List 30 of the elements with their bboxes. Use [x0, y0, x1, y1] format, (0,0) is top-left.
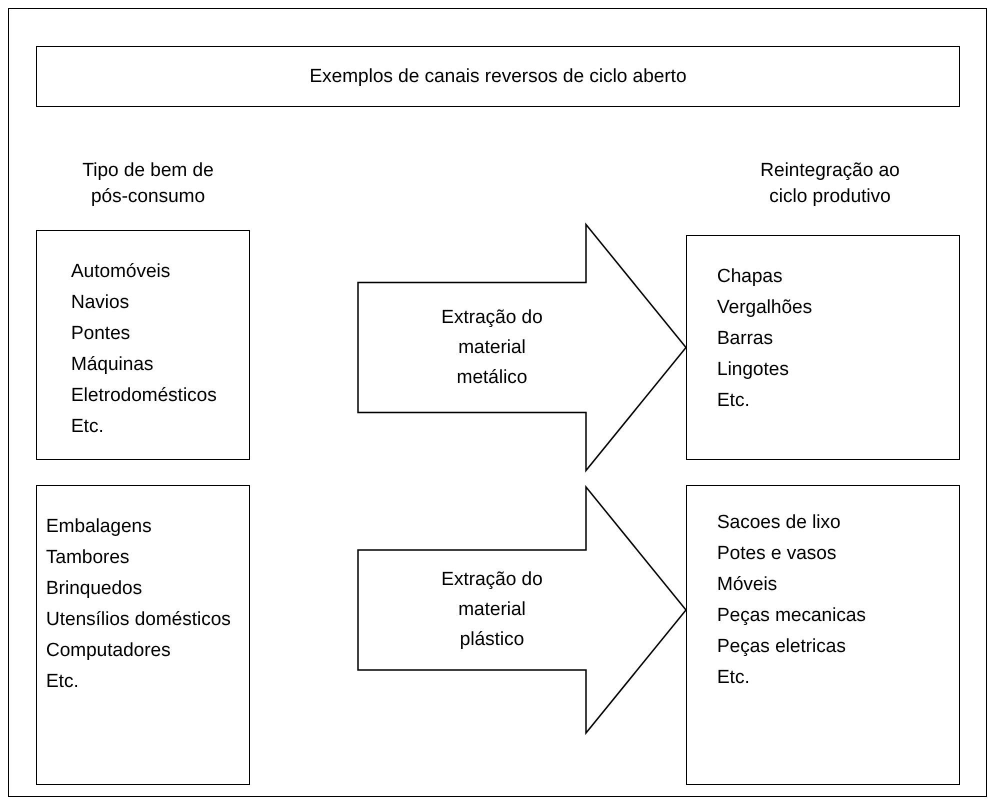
list-box — [686, 235, 960, 460]
list-box — [686, 485, 960, 785]
list-box — [36, 230, 250, 460]
list-item: Potes e vasos — [717, 542, 836, 566]
list-item: Eletrodomésticos — [71, 384, 217, 408]
list-item: Embalagens — [46, 515, 152, 539]
list-item: Etc. — [717, 666, 750, 690]
list-item: Lingotes — [717, 358, 789, 382]
list-item: Sacoes de lixo — [717, 511, 841, 535]
column-heading: Tipo de bem de pós-consumo — [81, 159, 215, 209]
list-item: Peças eletricas — [717, 635, 846, 659]
list-item: Chapas — [717, 265, 782, 289]
list-item: Etc. — [46, 670, 79, 694]
column-heading: Reintegração ao ciclo produtivo — [759, 159, 901, 209]
list-item: Barras — [717, 327, 773, 351]
list-item: Automóveis — [71, 260, 170, 284]
list-item: Etc. — [717, 389, 750, 413]
list-item: Móveis — [717, 573, 778, 597]
list-box — [36, 485, 250, 785]
list-item: Pontes — [71, 322, 130, 346]
list-item: Navios — [71, 291, 130, 315]
list-item: Máquinas — [71, 353, 154, 377]
list-item: Brinquedos — [46, 577, 142, 601]
list-item: Utensílios domésticos — [46, 608, 231, 632]
title: Exemplos de canais reversos de ciclo aberto — [309, 66, 687, 88]
list-item: Peças mecanicas — [717, 604, 866, 628]
list-item: Tambores — [46, 546, 130, 570]
list-item: Vergalhões — [717, 296, 812, 320]
list-item: Computadores — [46, 639, 171, 663]
list-item: Etc. — [71, 415, 104, 439]
